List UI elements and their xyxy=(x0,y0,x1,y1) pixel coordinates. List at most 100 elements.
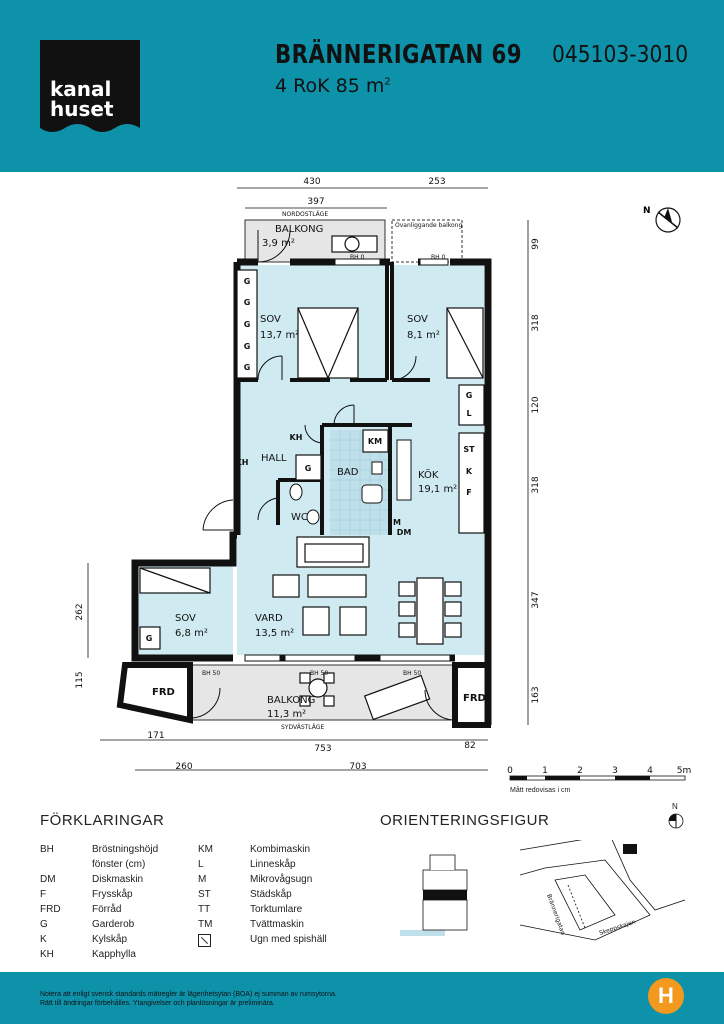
legend-code: K xyxy=(40,934,47,945)
legend-code: KM xyxy=(198,844,213,855)
g-code-8: G xyxy=(305,464,312,473)
footer-band: Notera att enligt svensk standards mätre… xyxy=(0,972,724,1024)
dim-120: 120 xyxy=(531,396,541,413)
g-code-4: G xyxy=(244,342,251,351)
sov2-name: SOV xyxy=(407,314,428,325)
scale-tick-0: 0 xyxy=(507,766,513,776)
g-code-2: G xyxy=(244,298,251,307)
balkong-bottom-name: BALKONG xyxy=(267,695,315,706)
legend-text: Kylskåp xyxy=(92,934,128,945)
g-code-3: G xyxy=(244,320,251,329)
site-map xyxy=(519,840,686,941)
wardrobes xyxy=(139,269,485,650)
dim-253: 253 xyxy=(428,177,445,187)
wc-name: WC xyxy=(291,512,308,523)
dim-262: 262 xyxy=(75,603,85,620)
north-label: N xyxy=(643,206,651,216)
footer-note-2: Rätt till ändringar förbehålles. Ytangiv… xyxy=(40,1000,275,1007)
legend-code: TT xyxy=(198,904,211,915)
balkong-top-name: BALKONG xyxy=(275,224,323,235)
dim-171: 171 xyxy=(147,731,164,741)
legend-right-texts: Kombimaskin Linneskåp Mikrovågsugn Städs… xyxy=(250,842,327,947)
header-band: kanal huset BRÄNNERIGATAN 69 4 RoK 85 m2… xyxy=(0,0,724,172)
frd-left-name: FRD xyxy=(152,687,175,698)
legend-left-codes: BH DM F FRD G K KH xyxy=(40,842,72,962)
vard-name: VARD xyxy=(255,613,283,624)
scale-bar: 0 1 2 3 4 5m xyxy=(507,766,691,781)
dim-347: 347 xyxy=(531,591,541,608)
dim-397: 397 xyxy=(307,197,324,207)
g-code-7: G xyxy=(146,634,153,643)
bh50-label-1: BH 50 xyxy=(202,670,220,677)
legend-code: BH xyxy=(40,844,54,855)
legend-text: Ugn med spishäll xyxy=(250,934,327,945)
k-code: K xyxy=(466,467,473,476)
kh-code-1: KH xyxy=(290,433,303,442)
legend-code: L xyxy=(198,859,204,870)
street-2: Skeppskajen xyxy=(598,919,636,937)
legend-text: Diskmaskin xyxy=(92,874,144,885)
balkong-top-area: 3,9 m² xyxy=(262,238,295,249)
legend-text: Bröstningshöjd xyxy=(92,844,159,855)
scale-tick-3: 3 xyxy=(612,766,618,776)
kh-code-2: KH xyxy=(236,458,249,467)
street-1: Brännerigatan xyxy=(545,893,566,936)
frd-right-name: FRD xyxy=(463,693,486,704)
apartment-summary: 4 RoK 85 m2 xyxy=(275,75,391,97)
m-code: M xyxy=(393,518,401,527)
property-id: 045103-3010 xyxy=(552,42,689,68)
legend-text: Kombimaskin xyxy=(250,844,311,855)
room-labels: BALKONG 3,9 m² SOV 13,7 m² SOV 8,1 m² HA… xyxy=(152,224,486,720)
hsb-badge: H xyxy=(648,978,684,1014)
dim-260: 260 xyxy=(175,762,192,772)
scale-label: Mått redovisas i cm xyxy=(510,787,571,794)
balkong-bottom-area: 11,3 m² xyxy=(267,709,306,720)
rooms-size: 4 RoK 85 m xyxy=(275,75,385,97)
dim-753: 753 xyxy=(314,744,331,754)
oven-icon xyxy=(198,934,211,947)
bh50-label-3: BH 50 xyxy=(403,670,421,677)
rooms-sup: 2 xyxy=(384,76,391,88)
legend-text: Linneskåp xyxy=(250,859,296,870)
footer-note-1: Notera att enligt svensk standards mätre… xyxy=(40,991,337,998)
scale-tick-4: 4 xyxy=(647,766,653,776)
vard-area: 13,5 m² xyxy=(255,628,294,639)
f-code: F xyxy=(466,488,471,497)
hall-name: HALL xyxy=(261,453,287,464)
legend-code: F xyxy=(40,889,47,900)
interior-walls xyxy=(237,262,430,535)
g-code-1: G xyxy=(244,277,251,286)
st-code: ST xyxy=(463,445,475,454)
legend-text: Mikrovågsugn xyxy=(250,874,313,885)
small-plan-labels: NORDOSTLÄGE SYDVÄSTLÄGE Ovanliggande bal… xyxy=(202,211,462,731)
building-elevation xyxy=(400,854,468,936)
logo-text-1: kanal xyxy=(50,77,111,101)
doors xyxy=(189,229,456,721)
orientation-north-icon xyxy=(668,813,684,829)
sov2-area: 8,1 m² xyxy=(407,330,440,341)
ovanliggande-label: Ovanliggande balkong xyxy=(395,222,462,229)
bathroom-tiles xyxy=(330,430,390,535)
address-title: BRÄNNERIGATAN 69 xyxy=(275,40,522,70)
orientation-title: ORIENTERINGSFIGUR xyxy=(380,812,550,829)
legend-code: G xyxy=(40,919,48,930)
legend-code: DM xyxy=(40,874,56,885)
scale-tick-2: 2 xyxy=(577,766,583,776)
orientation-figure: Brännerigatan Skeppskajen xyxy=(400,840,686,941)
kanalhuset-logo: kanal huset xyxy=(40,40,140,132)
wardrobe-codes: G G G G G G L ST K F G G KM KH KH M DM xyxy=(146,277,475,643)
legend-text: Torktumlare xyxy=(250,904,303,915)
legend-right-codes: KM L M ST TT TM xyxy=(198,842,238,947)
dim-318b: 318 xyxy=(531,476,541,493)
dim-115: 115 xyxy=(75,671,85,688)
storage-rooms xyxy=(116,662,491,728)
g-code-6: G xyxy=(466,391,473,400)
legend-code: KH xyxy=(40,949,54,960)
sov3-name: SOV xyxy=(175,613,196,624)
dimension-labels: 430 253 397 99 318 120 318 347 163 262 1… xyxy=(75,177,541,772)
legend-text: Garderob xyxy=(92,919,135,930)
living-furniture xyxy=(272,235,462,721)
legend-text: fönster (cm) xyxy=(92,859,146,870)
windows xyxy=(244,258,451,662)
logo-text-2: huset xyxy=(50,97,114,121)
